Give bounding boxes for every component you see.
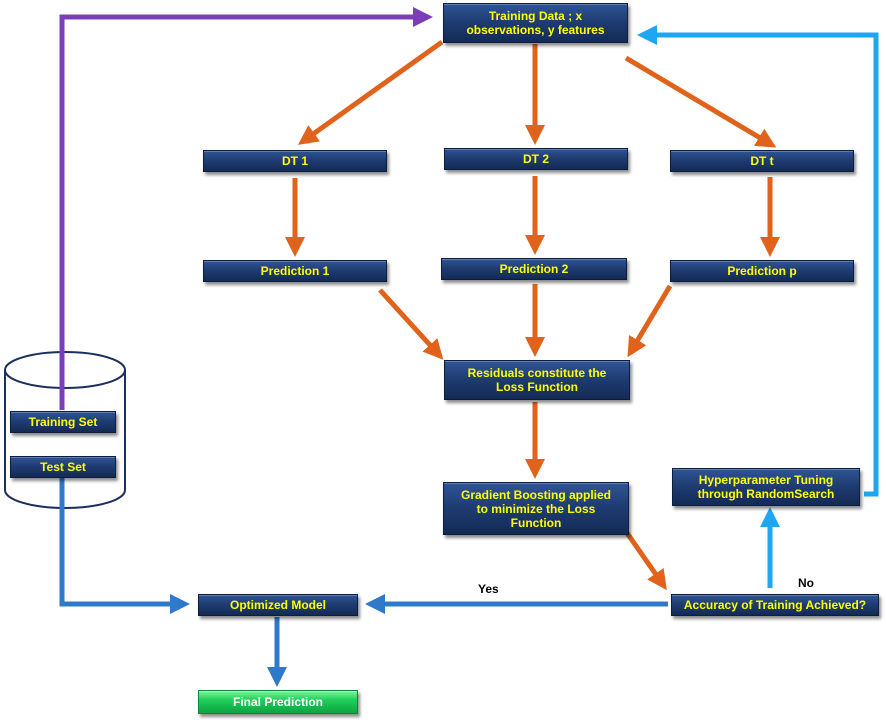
node-prediction-1: Prediction 1 <box>203 260 387 282</box>
node-hyperparameter-tuning: Hyperparameter Tuning through RandomSear… <box>672 468 860 506</box>
node-dtt: DT t <box>670 150 854 172</box>
arrow-hyperparameter-to-data <box>637 25 879 497</box>
node-test-set: Test Set <box>10 456 116 478</box>
blue-arrows <box>59 478 668 687</box>
node-dt1: DT 1 <box>203 150 387 172</box>
arrow-testset-to-optimized <box>59 478 190 614</box>
arrow-data-to-dtt <box>624 55 777 148</box>
arrow-pred1-to-residuals <box>378 288 444 360</box>
node-optimized-model: Optimized Model <box>198 594 358 616</box>
node-prediction-p: Prediction p <box>670 260 854 282</box>
arrow-gb-to-accuracy <box>624 531 667 591</box>
node-prediction-2: Prediction 2 <box>441 258 627 280</box>
arrow-data-to-dt1 <box>297 39 444 145</box>
edge-label-yes: Yes <box>478 582 499 596</box>
node-residuals: Residuals constitute the Loss Function <box>444 360 630 400</box>
orange-arrows <box>285 39 780 591</box>
node-gradient-boosting: Gradient Boosting applied to minimize th… <box>443 482 629 535</box>
node-training-data: Training Data ; x observations, y featur… <box>443 3 628 43</box>
purple-arrows <box>59 7 433 410</box>
arrow-predp-to-residuals <box>627 284 673 358</box>
node-final-prediction: Final Prediction <box>198 690 358 714</box>
node-training-set: Training Set <box>10 411 116 433</box>
light-blue-arrows <box>637 25 879 588</box>
edge-label-no: No <box>798 576 814 590</box>
node-dt2: DT 2 <box>444 148 628 170</box>
arrow-trainingset-to-data <box>59 7 433 410</box>
node-accuracy-decision: Accuracy of Training Achieved? <box>671 594 879 616</box>
